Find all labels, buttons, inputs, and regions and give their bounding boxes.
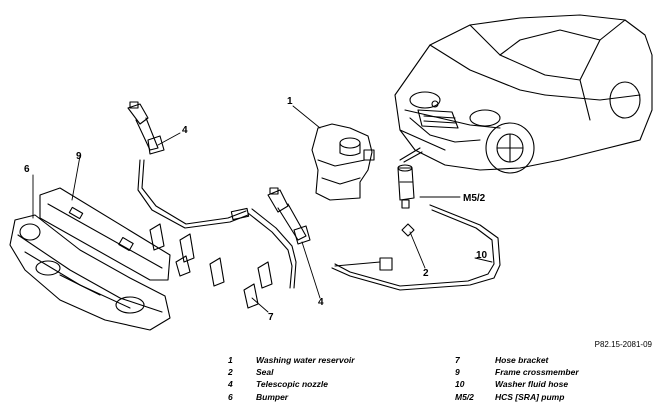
frame-crossmember xyxy=(39,187,171,281)
legend-description: Bumper xyxy=(256,391,289,402)
callout-4-left: 4 xyxy=(182,125,188,136)
callout-10: 10 xyxy=(476,250,488,261)
callout-9: 9 xyxy=(76,151,82,162)
legend-description: Seal xyxy=(256,367,274,378)
legend-number: 1 xyxy=(228,355,233,365)
callout-1: 1 xyxy=(287,96,293,107)
legend-item: 7 Hose bracket xyxy=(455,355,655,367)
legend-number: 10 xyxy=(455,379,465,390)
legend-description: Washing water reservoir xyxy=(256,355,355,365)
figure-reference: P82.15-2081-09 xyxy=(594,340,652,349)
callout-4-right: 4 xyxy=(318,297,324,308)
washing-water-reservoir xyxy=(311,123,375,201)
telescopic-nozzle-left xyxy=(127,101,165,155)
legend-item: 10 Washer fluid hose xyxy=(455,379,655,391)
legend-number: 9 xyxy=(455,367,460,378)
hcs-pump xyxy=(397,147,423,237)
callout-2: 2 xyxy=(423,268,429,279)
legend-item: 9 Frame crossmember xyxy=(455,367,655,379)
hose-brackets xyxy=(149,223,273,309)
callout-m52: M5/2 xyxy=(463,193,486,204)
legend-number: 7 xyxy=(455,355,460,365)
legend-number: 6 xyxy=(228,391,233,402)
hose-left-branch xyxy=(137,159,249,229)
legend-item: 6 Bumper xyxy=(228,392,428,404)
legend-number: 2 xyxy=(228,367,233,378)
legend-number: M5/2 xyxy=(455,391,474,402)
callout-7: 7 xyxy=(268,312,274,323)
legend-left-column: 1 Washing water reservoir 2 Seal 4 Teles… xyxy=(228,355,428,404)
bumper xyxy=(9,214,171,331)
legend-number: 4 xyxy=(228,379,233,390)
washer-fluid-hose xyxy=(331,204,501,291)
legend-description: Hose bracket xyxy=(495,355,549,365)
telescopic-nozzle-right xyxy=(267,187,311,245)
leader-lines xyxy=(32,105,493,313)
legend-description: Washer fluid hose xyxy=(495,379,569,390)
legend-description: HCS [SRA] pump xyxy=(495,391,565,402)
callout-6: 6 xyxy=(24,164,30,175)
legend-item: M5/2 HCS [SRA] pump xyxy=(455,392,655,404)
legend-right-column: 7 Hose bracket 9 Frame crossmember 10 Wa… xyxy=(455,355,655,404)
car-illustration xyxy=(394,14,653,174)
legend-description: Frame crossmember xyxy=(495,367,579,378)
legend-item: 2 Seal xyxy=(228,367,428,379)
legend-item: 4 Telescopic nozzle xyxy=(228,379,428,391)
legend-description: Telescopic nozzle xyxy=(256,379,328,390)
legend-item: 1 Washing water reservoir xyxy=(228,355,428,367)
